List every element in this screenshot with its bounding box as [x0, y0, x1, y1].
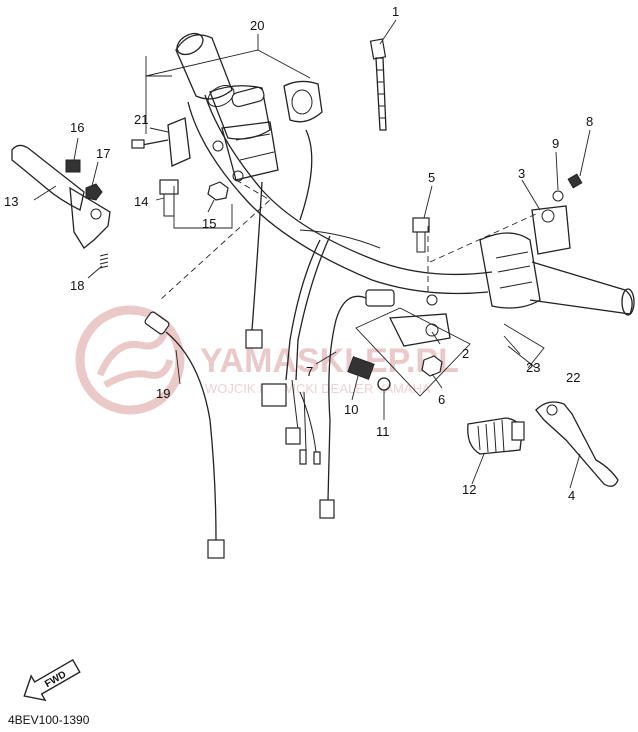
forward-arrow-icon: FWD: [23, 658, 81, 702]
callout-21: 21: [134, 112, 148, 127]
callout-17: 17: [96, 146, 110, 161]
callout-11: 11: [376, 424, 390, 439]
left-switch-assembly: [209, 85, 279, 182]
watermark-logo-icon: [75, 305, 185, 415]
screw-10: [347, 356, 375, 380]
callout-12: 12: [462, 482, 476, 497]
switch-bracket: [388, 294, 451, 347]
switch-wire: [319, 289, 395, 519]
drawing-code: 4BEV100-1390: [8, 713, 90, 727]
watermark-subtitle: WOJCIK MOWICKI DEALER YAMAHA: [205, 381, 431, 396]
screw-8: [567, 173, 583, 189]
callout-13: 13: [4, 194, 18, 209]
clutch-switch-wire: [144, 311, 225, 559]
callout-1: 1: [392, 4, 399, 19]
bolt-14: [159, 179, 179, 217]
bolt-5: [412, 217, 430, 253]
brake-lever: [535, 401, 619, 487]
right-grip: [529, 261, 635, 316]
left-harness: [245, 129, 331, 465]
callout-5: 5: [428, 170, 435, 185]
nut-15: [207, 181, 229, 201]
right-switch: [479, 232, 541, 309]
left-grip: [175, 32, 235, 107]
callout-2: 2: [462, 346, 469, 361]
spring-18: [99, 253, 109, 269]
clutch-lever: [11, 144, 111, 249]
callout-22: 22: [566, 370, 580, 385]
callout-16: 16: [70, 120, 84, 135]
nut-17: [85, 183, 103, 201]
callout-14: 14: [134, 194, 148, 209]
callout-6: 6: [438, 392, 445, 407]
washer: [552, 190, 564, 202]
cable-tie: [369, 38, 387, 131]
callout-9: 9: [552, 136, 559, 151]
callout-19: 19: [156, 386, 170, 401]
handlebar: [187, 94, 493, 295]
callout-3: 3: [518, 166, 525, 181]
master-cylinder: [467, 417, 525, 455]
callout-18: 18: [70, 278, 84, 293]
callout-23: 23: [526, 360, 540, 375]
lever-holder: [531, 205, 571, 255]
clamp: [131, 117, 191, 167]
bolt-16: [65, 159, 81, 173]
callout-8: 8: [586, 114, 593, 129]
nut-6: [421, 355, 443, 377]
callout-7: 7: [306, 364, 313, 379]
group-lines: [145, 34, 545, 397]
callout-15: 15: [202, 216, 216, 231]
callout-10: 10: [344, 402, 358, 417]
bracket-20: [283, 80, 323, 123]
callout-20: 20: [250, 18, 264, 33]
callout-leaders: [33, 19, 591, 489]
callout-4: 4: [568, 488, 575, 503]
forward-arrow-label: FWD: [43, 669, 68, 690]
callouts: 1 2 3 4 5 6 7 8 9 10 11 12 13 14 15 16 1…: [4, 4, 593, 503]
watermark-logo-mark: [96, 328, 174, 389]
